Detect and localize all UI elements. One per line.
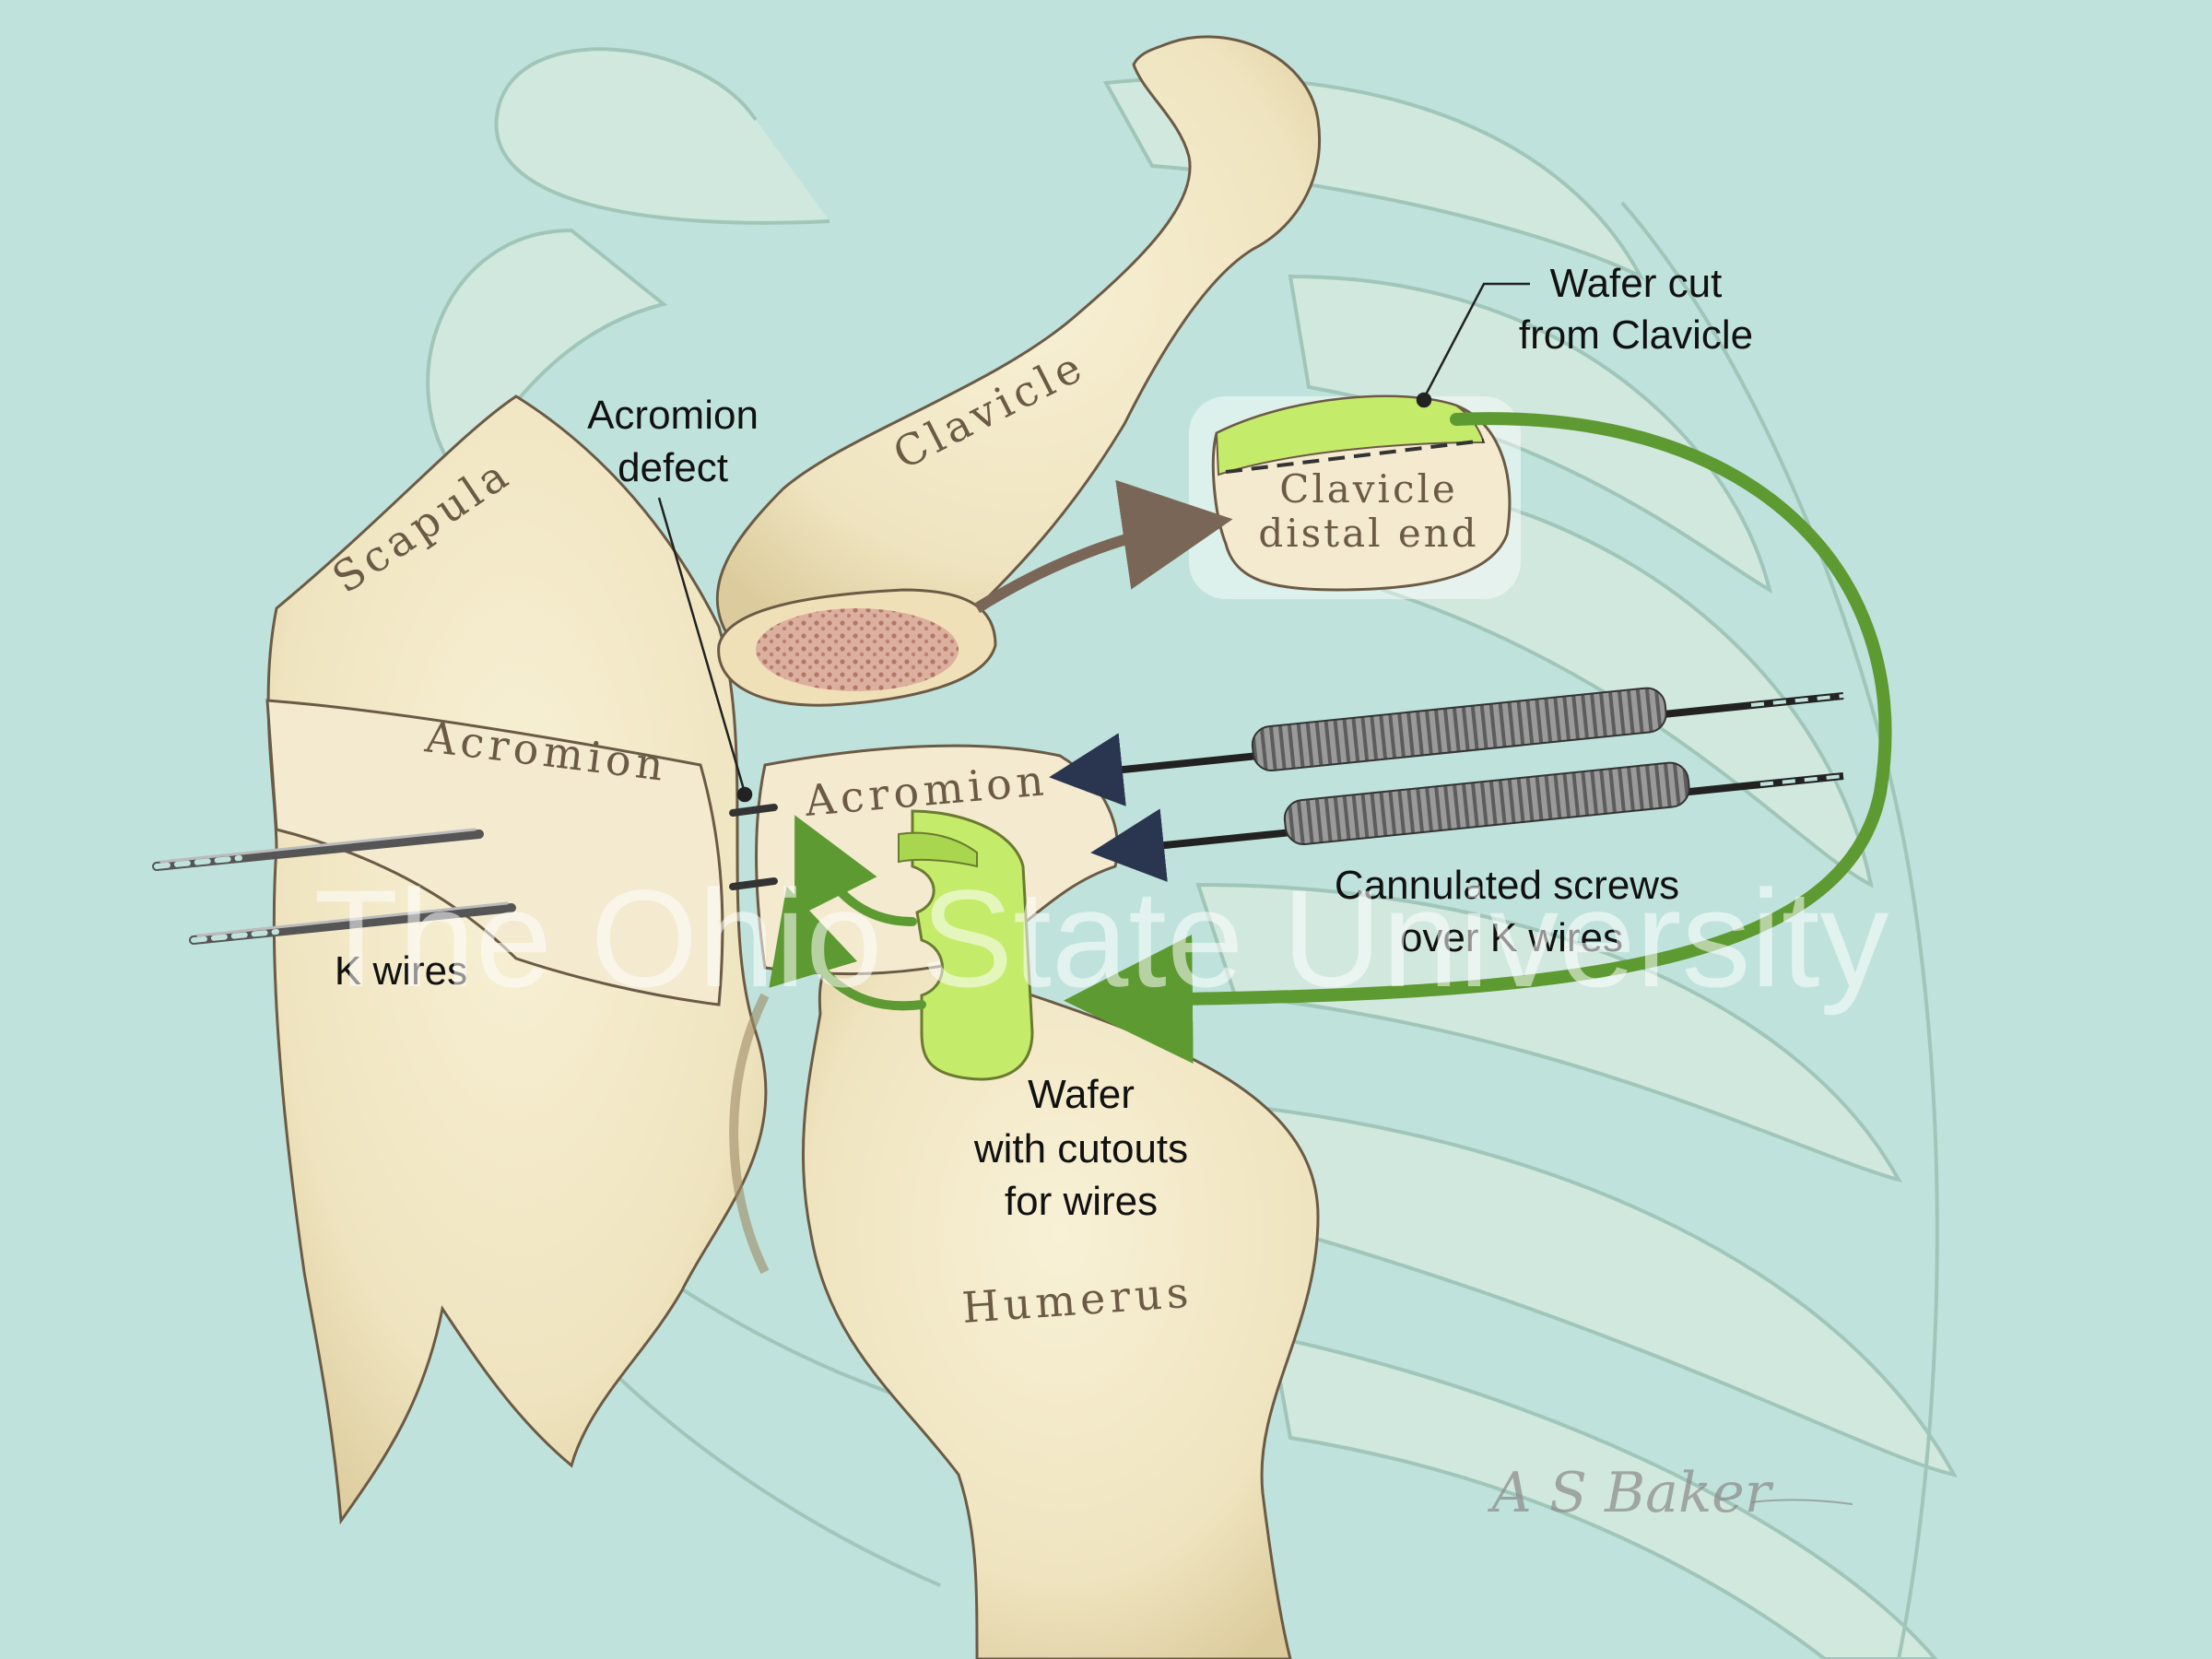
leader-lines bbox=[657, 282, 1530, 803]
label-acromion-defect-2: defect bbox=[618, 445, 728, 490]
label-wafer-cut-1: Wafer cut bbox=[1550, 261, 1723, 306]
rib-4 bbox=[1288, 274, 1773, 594]
wafer-with-cutouts bbox=[898, 809, 1034, 1081]
acromion-left-part bbox=[265, 699, 724, 1006]
leader-wafer-cut bbox=[1422, 282, 1530, 399]
label-wafer-cut-2: from Clavicle bbox=[1519, 312, 1753, 358]
spine-edge bbox=[1620, 201, 1939, 1659]
screw-upper bbox=[1251, 687, 1667, 771]
rib-6 bbox=[1195, 882, 1903, 1183]
leader-acromion-defect bbox=[657, 497, 747, 794]
label-acromion-defect-1: Acromion bbox=[587, 393, 759, 438]
label-clavicle-end-2: distal end bbox=[1258, 511, 1478, 556]
clavicle-distal-end bbox=[1189, 394, 1521, 599]
label-cannulated-2: over K wires bbox=[1400, 915, 1623, 960]
clavicle-wafer-strip bbox=[1215, 395, 1486, 477]
label-wafer-2: with cutouts bbox=[973, 1126, 1188, 1171]
clavicle-marrow bbox=[756, 608, 959, 691]
screw-lower bbox=[1283, 761, 1690, 845]
green-arrow-small-2 bbox=[769, 886, 926, 1011]
brown-arrow bbox=[973, 479, 1233, 614]
cannulated-screws bbox=[1049, 687, 1844, 882]
label-wafer-3: for wires bbox=[1005, 1179, 1158, 1224]
label-clavicle-end-1: Clavicle bbox=[1279, 466, 1458, 512]
artist-signature: A S Baker bbox=[1488, 1461, 1774, 1525]
clavicle bbox=[715, 35, 1321, 707]
k-wires-left bbox=[152, 804, 778, 945]
green-arrow-large bbox=[1064, 412, 1892, 1065]
label-wafer-1: Wafer bbox=[1028, 1072, 1135, 1117]
watermark: The Ohio State University bbox=[313, 861, 1888, 1016]
rib-1 bbox=[494, 47, 830, 225]
green-arrows bbox=[769, 412, 1892, 1065]
humerus bbox=[801, 947, 1320, 1659]
rib-7 bbox=[1241, 1103, 1958, 1477]
label-cannulated-1: Cannulated screws bbox=[1335, 863, 1679, 908]
label-k-wires: K wires bbox=[335, 948, 467, 994]
